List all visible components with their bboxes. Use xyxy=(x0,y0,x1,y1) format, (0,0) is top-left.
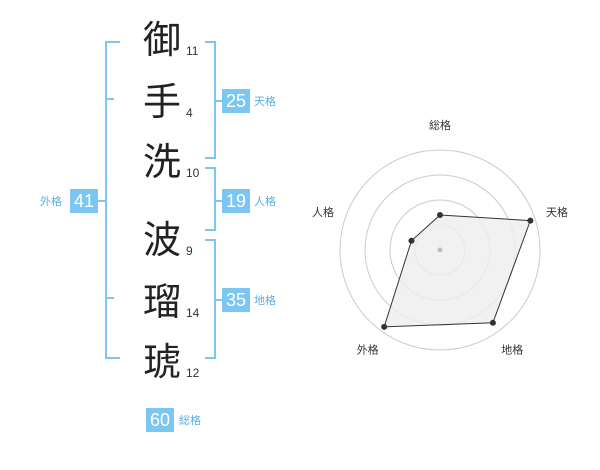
jinkaku-label: 人格 xyxy=(254,195,276,208)
gaikaku-label: 外格 xyxy=(40,195,62,208)
name-char-1: 御 xyxy=(142,18,181,62)
radar-point-5 xyxy=(408,237,415,244)
radar-axis-label: 天格 xyxy=(546,205,568,219)
radar-point-1 xyxy=(437,212,443,218)
radar-point-3 xyxy=(489,319,496,326)
radar-axis-label: 人格 xyxy=(312,205,334,219)
stroke-count-6: 12 xyxy=(186,366,200,380)
stroke-count-2: 4 xyxy=(186,106,193,120)
jinkaku-bracket xyxy=(205,167,216,231)
radar-axis-label: 外格 xyxy=(357,343,379,357)
soukaku-value: 60 xyxy=(146,408,174,432)
radar-point-2 xyxy=(527,217,534,224)
stroke-count-3: 10 xyxy=(186,166,200,180)
chikaku-label: 地格 xyxy=(254,294,276,307)
tenkaku-label: 天格 xyxy=(254,95,276,108)
name-char-2: 手 xyxy=(142,80,181,124)
radar-axis-label: 地格 xyxy=(501,343,523,357)
stroke-count-4: 9 xyxy=(186,244,193,258)
name-char-5: 瑠 xyxy=(142,280,181,324)
radar-ring-4 xyxy=(339,149,541,351)
radar-point-4 xyxy=(381,323,388,330)
stroke-count-1: 11 xyxy=(186,44,199,58)
radar-axis-label: 総格 xyxy=(429,118,451,132)
name-char-6: 琥 xyxy=(142,340,181,384)
radar-area xyxy=(383,214,532,328)
gaikaku-value: 41 xyxy=(70,189,98,213)
soukaku-label: 総格 xyxy=(179,414,201,427)
name-char-4: 波 xyxy=(142,218,181,262)
tenkaku-value: 25 xyxy=(222,89,250,113)
jinkaku-value: 19 xyxy=(222,189,250,213)
stroke-count-5: 14 xyxy=(186,306,200,320)
radar-center xyxy=(437,247,443,253)
chikaku-value: 35 xyxy=(222,288,250,312)
name-char-3: 洗 xyxy=(142,140,181,184)
